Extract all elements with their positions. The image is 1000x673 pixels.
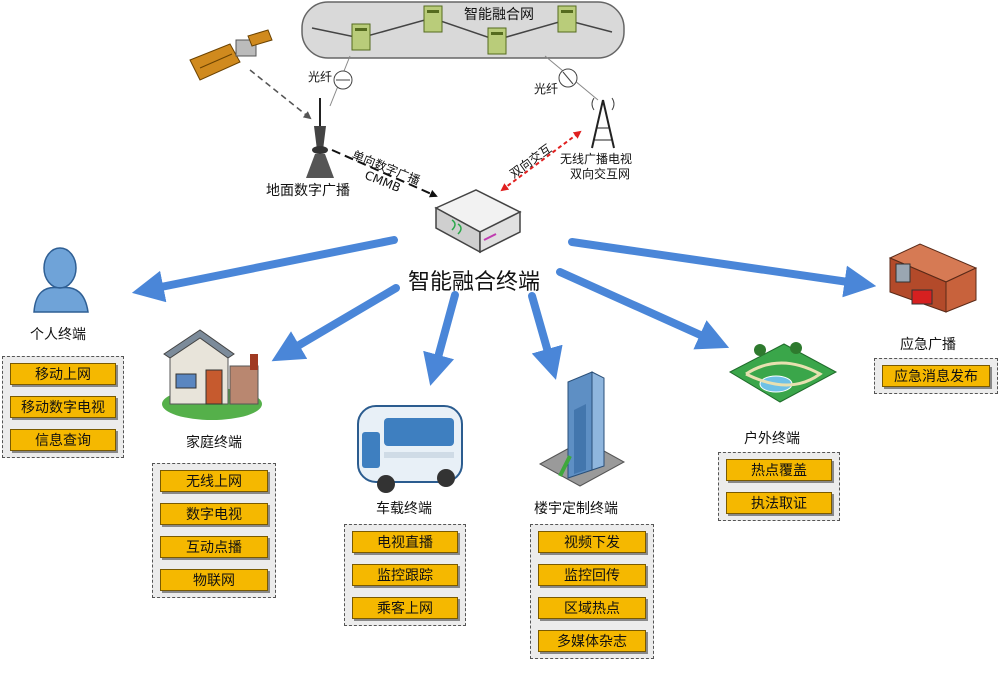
park-icon [728, 342, 838, 403]
arrow-outdoor [556, 268, 730, 350]
server-icon [351, 23, 371, 51]
terminal-name-emergency: 应急广播 [900, 337, 956, 353]
building-functions: 视频下发 监控回传 区域热点 多媒体杂志 [530, 524, 654, 659]
terminal-title: 智能融合终端 [408, 270, 541, 295]
fiber-label-right: 光纤 [534, 82, 559, 96]
building-icon [538, 371, 626, 487]
wireless-label-1: 无线广播电视 [560, 152, 633, 166]
function-item: 视频下发 [538, 531, 646, 553]
bus-icon [357, 405, 463, 493]
vehicle-functions: 电视直播 监控跟踪 乘客上网 [344, 524, 466, 626]
dtv-label: 地面数字广播 [266, 183, 350, 199]
function-item: 乘客上网 [352, 597, 458, 619]
terminal-name-building: 楼宇定制终端 [534, 501, 618, 517]
function-item: 物联网 [160, 569, 268, 591]
fiber-label-left: 光纤 [308, 70, 333, 84]
function-item: 区域热点 [538, 597, 646, 619]
terminal-name-outdoor: 户外终端 [744, 431, 800, 447]
arrow-personal [131, 236, 398, 303]
server-icon [487, 27, 507, 55]
terminal-name-personal: 个人终端 [30, 327, 86, 343]
home-functions: 无线上网 数字电视 互动点播 物联网 [152, 463, 276, 598]
wireless-label-2: 双向交互网 [570, 167, 631, 181]
fire-station-icon [888, 243, 978, 313]
arrow-home [271, 284, 400, 362]
function-item: 应急消息发布 [882, 365, 990, 387]
server-icon [557, 5, 577, 33]
function-item: 监控回传 [538, 564, 646, 586]
function-item: 无线上网 [160, 470, 268, 492]
function-item: 互动点播 [160, 536, 268, 558]
terminal-name-home: 家庭终端 [186, 435, 242, 451]
function-item: 数字电视 [160, 503, 268, 525]
radio-tower-icon [591, 97, 615, 149]
function-item: 电视直播 [352, 531, 458, 553]
arrow-vehicle [423, 291, 459, 386]
function-item: 多媒体杂志 [538, 630, 646, 652]
function-item: 执法取证 [726, 492, 832, 514]
function-item: 监控跟踪 [352, 564, 458, 586]
server-icon [423, 5, 443, 33]
function-item: 信息查询 [10, 429, 116, 451]
satellite-icon [189, 29, 273, 81]
personal-functions: 移动上网 移动数字电视 信息查询 [2, 356, 124, 458]
person-icon [33, 247, 89, 313]
terminal-name-vehicle: 车载终端 [376, 501, 432, 517]
house-icon [162, 329, 262, 420]
tv-tower-icon [306, 98, 334, 178]
network-title: 智能融合网 [464, 7, 534, 23]
network-cloud [301, 1, 625, 59]
arrow-emergency [568, 238, 877, 298]
emergency-functions: 应急消息发布 [874, 358, 998, 394]
arrow-building [528, 292, 563, 380]
function-item: 移动数字电视 [10, 396, 116, 418]
function-item: 热点覆盖 [726, 459, 832, 481]
outdoor-functions: 热点覆盖 执法取证 [718, 452, 840, 521]
function-item: 移动上网 [10, 363, 116, 385]
terminal-device-icon [434, 189, 522, 254]
